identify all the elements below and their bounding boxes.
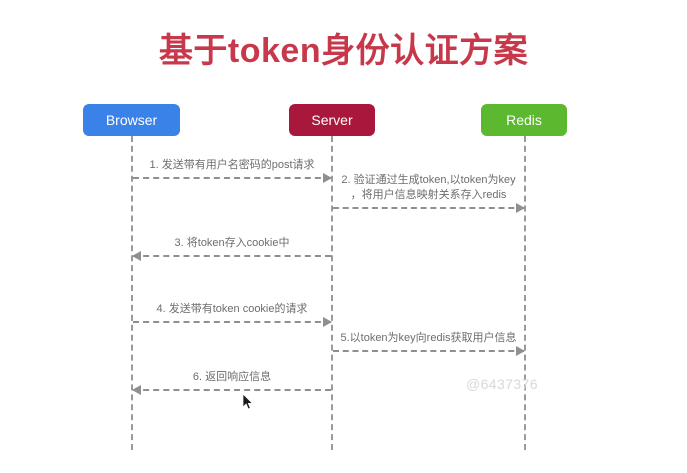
arrow-line-1 <box>133 177 331 179</box>
message-label-4: 4. 发送带有token cookie的请求 <box>156 303 308 315</box>
participant-label-browser: Browser <box>105 112 158 128</box>
arrow-head-left-icon-6 <box>132 385 141 395</box>
arrow-head-right-icon-4 <box>323 317 332 327</box>
message-label-6: 6. 返回响应信息 <box>192 371 272 383</box>
arrow-head-right-icon-5 <box>516 346 525 356</box>
participant-box-browser[interactable]: Browser <box>83 104 180 136</box>
arrow-line-2 <box>333 207 524 209</box>
lifeline-server <box>331 136 333 450</box>
lifeline-redis <box>524 136 526 450</box>
message-label-1: 1. 发送带有用户名密码的post请求 <box>149 159 315 171</box>
participant-label-redis: Redis <box>506 112 542 128</box>
arrow-line-4 <box>133 321 331 323</box>
lifeline-browser <box>131 136 133 450</box>
arrow-line-6 <box>133 389 331 391</box>
arrow-line-5 <box>333 350 524 352</box>
participant-box-server[interactable]: Server <box>289 104 375 136</box>
page-title: 基于token身份认证方案 <box>158 32 529 70</box>
participant-box-redis[interactable]: Redis <box>481 104 567 136</box>
arrow-head-left-icon-3 <box>132 251 141 261</box>
message-label-2: 2. 验证通过生成token,以token为key ，将用户信息映射关系存入re… <box>341 174 516 201</box>
participant-label-server: Server <box>311 112 353 128</box>
arrow-line-3 <box>133 255 331 257</box>
arrow-head-right-icon-1 <box>323 173 332 183</box>
mouse-cursor-icon <box>242 393 254 410</box>
message-label-3: 3. 将token存入cookie中 <box>174 237 290 249</box>
message-label-5: 5.以token为key向redis获取用户信息 <box>340 332 517 344</box>
arrow-head-right-icon-2 <box>516 203 525 213</box>
watermark: @6437376 <box>466 376 538 392</box>
